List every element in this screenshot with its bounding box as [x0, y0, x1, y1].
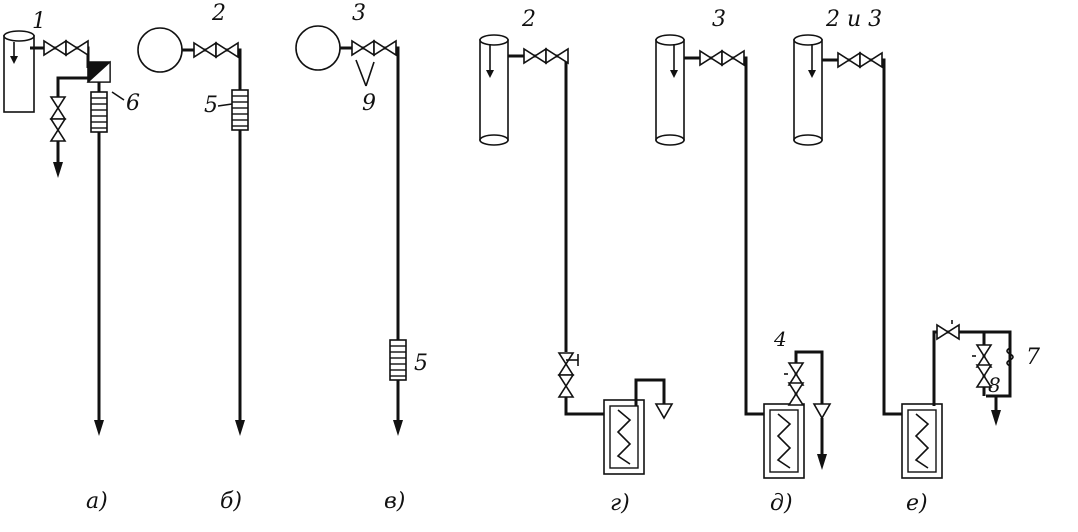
double-valve-f: [837, 52, 883, 68]
heat-exchanger-e: [763, 403, 805, 479]
outlet-funnel-e: [812, 403, 832, 420]
label-d-top: 2: [521, 7, 536, 32]
double-valve-b: [193, 42, 239, 58]
scheme-f: 2 и 3 7 8 е): [793, 7, 1040, 516]
control-valve-f1: [976, 344, 992, 368]
callout-5a: 5: [204, 93, 218, 118]
label-f-top: 2 и 3: [825, 7, 882, 32]
label-c-top: 3: [352, 1, 366, 26]
heat-exchanger-f: [901, 403, 943, 479]
scheme-e: 3 4 д): [655, 7, 832, 516]
source-pipe-a: [3, 30, 35, 113]
drain-valve-a2: [50, 118, 66, 142]
cooler-c: [389, 339, 407, 381]
inlet-valve-f: [936, 324, 960, 340]
spring-7: [1006, 347, 1014, 367]
source-vessel-b: [137, 27, 183, 73]
double-valve-a: [43, 40, 89, 56]
cooler-a: [90, 91, 108, 133]
callout-7: 7: [1026, 345, 1040, 370]
label-e-top: 3: [712, 7, 726, 32]
source-pipe-e: [655, 34, 685, 146]
caption-b: б): [220, 489, 242, 514]
double-valve-d: [523, 48, 569, 64]
scheme-c: 3 9 5 в): [295, 1, 428, 514]
callout-5b: 5: [414, 351, 428, 376]
drain-valve-a1: [50, 96, 66, 120]
control-valve-e2: [788, 382, 804, 406]
double-valve-c: [351, 40, 397, 56]
source-vessel-c: [295, 25, 341, 71]
caption-a: а): [86, 489, 108, 514]
control-valve-d1: [558, 352, 574, 376]
cooler-b: [231, 89, 249, 131]
scheme-d: 2 г): [479, 7, 674, 516]
scheme-b: 2 5 б): [137, 1, 249, 514]
caption-e: д): [770, 491, 793, 516]
callout-8: 8: [988, 373, 1001, 397]
source-pipe-f: [793, 34, 823, 146]
caption-f: е): [906, 491, 928, 516]
source-pipe-d: [479, 34, 509, 146]
scheme-a: 1 6 а): [3, 9, 140, 514]
callout-9: 9: [362, 91, 376, 116]
caption-d: г): [610, 491, 630, 516]
double-valve-e: [699, 50, 745, 66]
heat-exchanger-d: [603, 399, 645, 475]
control-valve-e1: [788, 362, 804, 386]
control-valve-d2: [558, 374, 574, 398]
outlet-funnel-d: [654, 403, 674, 420]
callout-6: 6: [126, 91, 140, 116]
caption-c: в): [384, 489, 405, 514]
callout-4: 4: [773, 327, 787, 351]
label-a-top: 1: [32, 9, 46, 34]
label-b-top: 2: [211, 1, 226, 26]
